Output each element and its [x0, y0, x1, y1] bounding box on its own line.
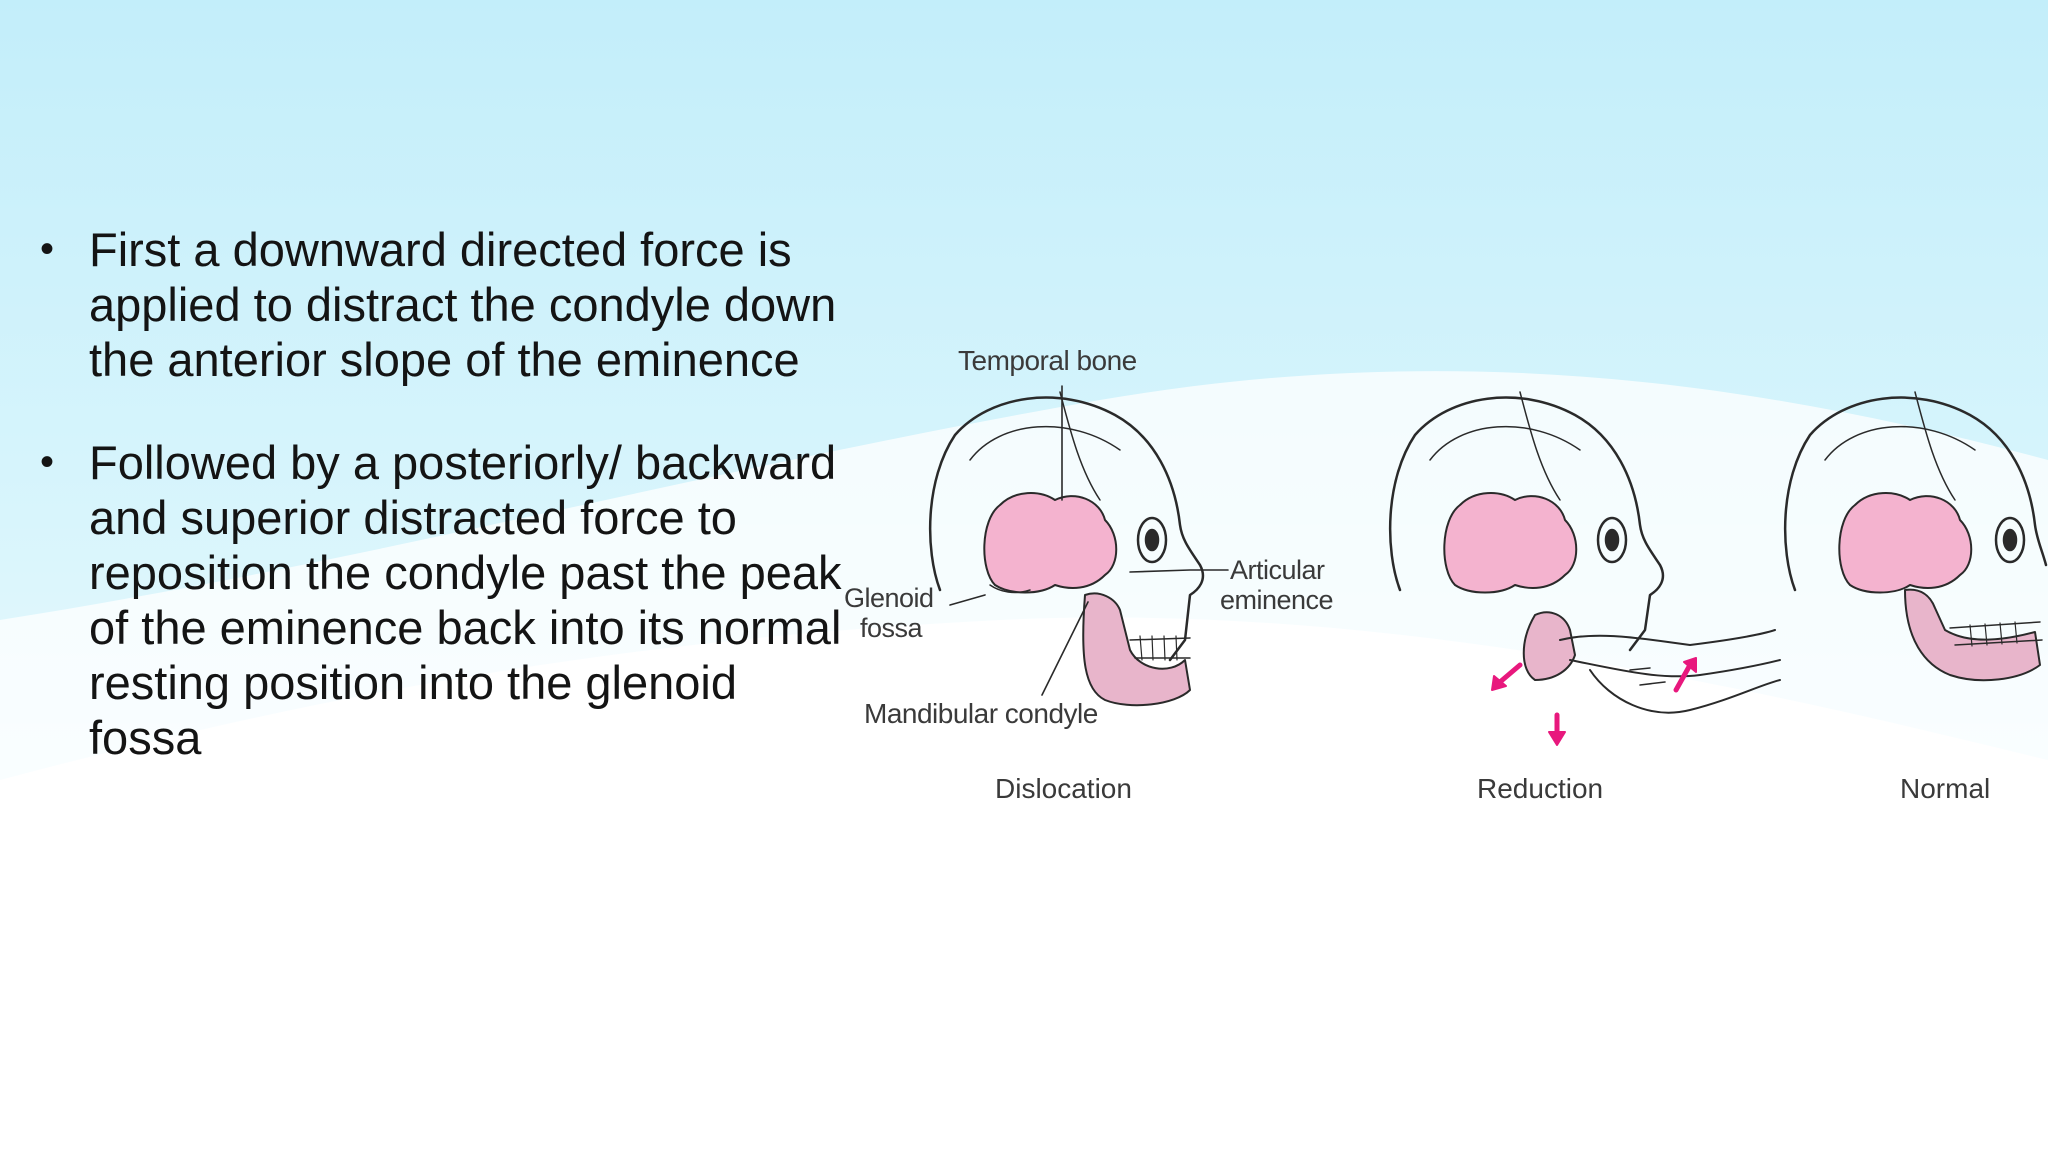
skull-illustrations	[928, 385, 2048, 746]
label-articular-eminence-line2: eminence	[1220, 585, 1334, 615]
bullet-text: Followed by a posteriorly/ backward and …	[89, 436, 842, 764]
label-glenoid-fossa-line1: Glenoid	[844, 583, 934, 613]
skull-reduction	[1388, 391, 1781, 746]
label-mandibular-condyle: Mandibular condyle	[864, 698, 1098, 729]
bullet-marker: •	[40, 440, 55, 484]
bullet-marker: •	[40, 227, 55, 271]
label-glenoid-fossa-line2: fossa	[860, 613, 923, 643]
label-articular-eminence-line1: Articular	[1230, 555, 1325, 585]
bullet-list: • First a downward directed force is app…	[36, 222, 856, 813]
skull-dislocation	[928, 385, 1229, 707]
caption-dislocation: Dislocation	[995, 773, 1132, 804]
skull-normal	[1783, 391, 2048, 682]
label-temporal-bone: Temporal bone	[958, 345, 1137, 376]
bullet-item: • First a downward directed force is app…	[36, 222, 856, 387]
bullet-item: • Followed by a posteriorly/ backward an…	[36, 435, 856, 765]
caption-normal: Normal	[1900, 773, 1991, 804]
caption-reduction: Reduction	[1477, 773, 1604, 804]
bullet-text: First a downward directed force is appli…	[89, 223, 837, 386]
tmj-reduction-figure: Temporal bone Glenoid fossa Articular em…	[830, 340, 2048, 820]
